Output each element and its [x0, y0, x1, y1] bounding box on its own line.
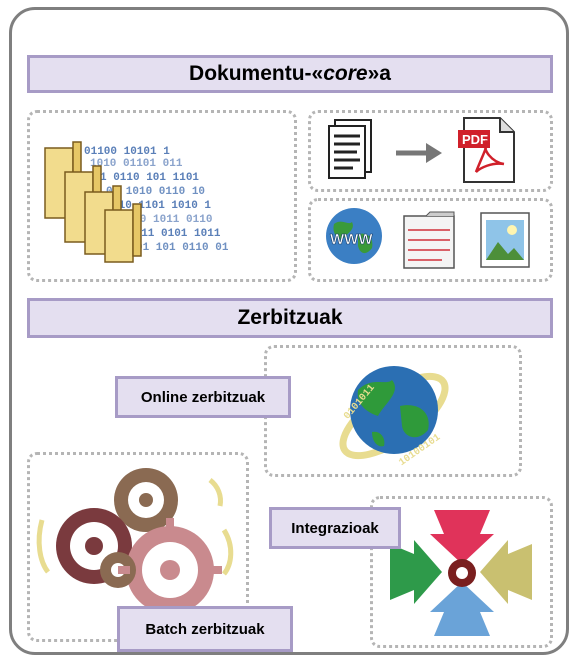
integrations-text: Integrazioak: [291, 519, 379, 537]
globe-binary-icon: 0101011 10100101: [339, 366, 449, 469]
svg-text:1011 0101 1011: 1011 0101 1011: [128, 228, 221, 240]
header-suffix: »a: [367, 62, 391, 85]
form-file-icon: [403, 211, 455, 269]
pdf-file-icon: PDF: [458, 117, 515, 183]
folders-binary-illustration: 01100 10101 1 1010 01101 011 1 0110 101 …: [44, 141, 229, 263]
services-title: Zerbitzuak: [237, 306, 343, 329]
integrations-label: Integrazioak: [269, 507, 401, 549]
svg-text:0110 1011 0110: 0110 1011 0110: [120, 214, 212, 226]
image-file-icon: [480, 212, 530, 268]
gears-icon: [36, 468, 234, 622]
batch-services-text: Batch zerbitzuak: [145, 620, 265, 638]
svg-text:01 101 0110 01: 01 101 0110 01: [136, 242, 229, 254]
services-header: Zerbitzuak: [27, 298, 553, 338]
document-core-header: Dokumentu-«core»a: [27, 55, 553, 93]
integrations-box: [370, 496, 553, 648]
document-store-box: [27, 110, 297, 282]
integration-arrows-icon: [390, 510, 532, 636]
header-italic: core: [323, 62, 368, 85]
svg-text:01 1010 0110 10: 01 1010 0110 10: [106, 186, 205, 198]
formats-box: [308, 198, 553, 282]
conversion-box: [308, 110, 553, 192]
header-prefix: Dokumentu-«: [189, 62, 324, 85]
www-label: WWW: [330, 231, 373, 248]
arrow-right-icon: [396, 143, 442, 163]
batch-services-label: Batch zerbitzuak: [117, 606, 293, 652]
svg-text:01100 10101 1: 01100 10101 1: [84, 146, 170, 158]
online-services-text: Online zerbitzuak: [140, 388, 266, 406]
online-services-label: Online zerbitzuak: [115, 376, 291, 418]
svg-text:1 0110 101 1101: 1 0110 101 1101: [100, 172, 199, 184]
web-globe-icon: WWW: [326, 208, 382, 264]
text-document-icon: [328, 119, 372, 179]
svg-text:1010 01101 011: 1010 01101 011: [90, 158, 183, 170]
pdf-label: PDF: [462, 132, 488, 147]
